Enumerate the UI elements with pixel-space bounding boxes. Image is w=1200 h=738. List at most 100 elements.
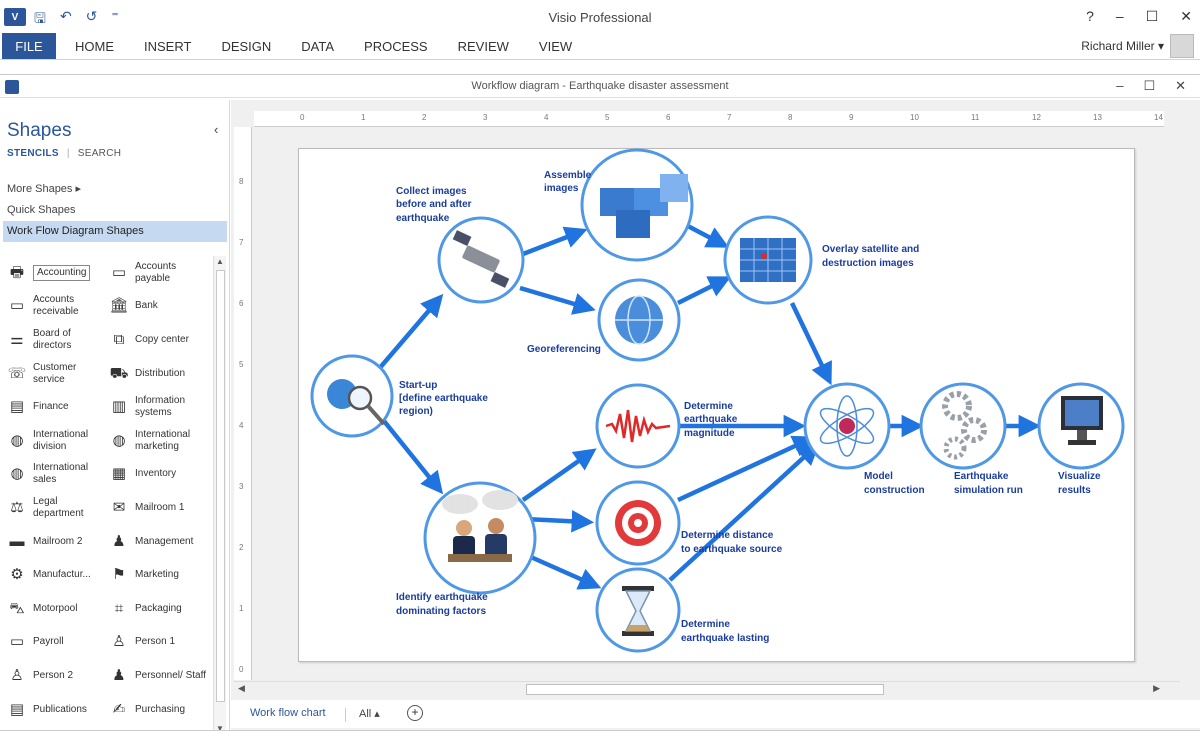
tab-design[interactable]: DESIGN	[221, 39, 272, 54]
restore-icon[interactable]: ☐	[1145, 8, 1159, 24]
document-icon[interactable]	[5, 80, 19, 94]
arrow-assemble-to-overlay[interactable]	[682, 222, 730, 248]
stencil-item-manufactur[interactable]: ⚙Manufactur...	[6, 558, 108, 592]
arrow-overlay-to-model[interactable]	[789, 302, 832, 386]
tab-view[interactable]: VIEW	[538, 39, 573, 54]
arrow-lasting-to-model[interactable]	[668, 442, 820, 582]
stencil-item-legal-department[interactable]: ⚖Legal department	[6, 491, 108, 525]
stencil-item-label: Management	[135, 535, 194, 547]
save-icon[interactable]: 🖫	[34, 10, 46, 26]
arrow-startup-to-collect[interactable]	[376, 293, 444, 372]
node-startup[interactable]	[310, 354, 394, 438]
doc-minimize-icon[interactable]: –	[1116, 78, 1124, 93]
node-georeferencing[interactable]	[597, 278, 681, 362]
scrollbar-thumb[interactable]	[526, 684, 884, 695]
arrow-collect-to-georef[interactable]	[519, 285, 596, 315]
arrow-startup-to-identify[interactable]	[378, 414, 444, 495]
doc-restore-icon[interactable]: ☐	[1143, 78, 1156, 93]
page-tab-work-flow-chart[interactable]: Work flow chart	[250, 707, 326, 719]
stencil-item-publications[interactable]: ▤Publications	[6, 693, 108, 727]
doc-close-icon[interactable]: ✕	[1175, 78, 1186, 93]
tab-insert[interactable]: INSERT	[144, 39, 192, 54]
tab-file[interactable]: FILE	[2, 33, 56, 59]
stencil-item-information-systems[interactable]: ▥Information systems	[108, 390, 210, 424]
stencil-item-mailroom-1[interactable]: ✉Mailroom 1	[108, 491, 210, 525]
tab-process[interactable]: PROCESS	[364, 39, 428, 54]
node-overlay-satellite[interactable]	[723, 215, 813, 305]
customer-service-icon: ☏	[7, 364, 27, 382]
scroll-down-icon[interactable]: ▼	[216, 724, 224, 733]
stencil-item-label: Publications	[33, 703, 87, 715]
stencil-item-board-of-directors[interactable]: ⚌Board of directors	[6, 323, 108, 357]
node-distance[interactable]	[595, 480, 681, 566]
node-magnitude[interactable]	[595, 383, 681, 469]
scroll-right-icon[interactable]: ▶	[1153, 683, 1160, 693]
shapes-pane-scrollbar[interactable]: ▲ ▼	[213, 256, 226, 734]
stencil-item-international-sales[interactable]: ◍International sales	[6, 458, 108, 492]
node-collect-images[interactable]	[437, 216, 525, 304]
node-assemble-images[interactable]	[580, 148, 694, 262]
redo-icon[interactable]: ↺	[85, 8, 98, 24]
quick-shapes-item[interactable]: Quick Shapes	[7, 204, 76, 216]
stencil-item-international-marketing[interactable]: ◍International marketing	[108, 424, 210, 458]
arrow-georef-to-overlay[interactable]	[676, 276, 732, 306]
stencil-item-packaging[interactable]: ⌗Packaging	[108, 592, 210, 626]
canvas-horizontal-scrollbar[interactable]: ◀ ▶	[234, 681, 1180, 696]
stencil-item-personnel-staff[interactable]: ♟Personnel/ Staff	[108, 659, 210, 693]
stencil-item-finance[interactable]: ▤Finance	[6, 390, 108, 424]
tab-stencils[interactable]: STENCILS	[7, 148, 59, 159]
stencil-item-motorpool[interactable]: ⛍Motorpool	[6, 592, 108, 626]
tab-home[interactable]: HOME	[75, 39, 114, 54]
tab-data[interactable]: DATA	[301, 39, 335, 54]
stencil-item-label: Information systems	[135, 395, 186, 419]
stencil-item-bank[interactable]: 🏛Bank	[108, 290, 210, 324]
stencil-item-international-division[interactable]: ◍International division	[6, 424, 108, 458]
stencil-item-inventory[interactable]: ▦Inventory	[108, 458, 210, 492]
connector-arrows	[376, 222, 1042, 590]
stencil-item-person-2[interactable]: ♙Person 2	[6, 659, 108, 693]
arrow-distance-to-model[interactable]	[677, 435, 816, 503]
node-identify-factors[interactable]	[423, 481, 537, 595]
stencil-item-accounts-payable[interactable]: ▭Accounts payable	[108, 256, 210, 290]
more-shapes-menu[interactable]: More Shapes ▸	[7, 182, 81, 195]
mailroom-1-icon: ✉	[112, 498, 126, 516]
stencil-item-payroll[interactable]: ▭Payroll	[6, 626, 108, 660]
customize-qat-icon[interactable]: ⁼	[111, 8, 119, 24]
stencil-item-mailroom-2[interactable]: ▬Mailroom 2	[6, 525, 108, 559]
stencil-item-customer-service[interactable]: ☏Customer service	[6, 357, 108, 391]
node-model-construction[interactable]	[803, 382, 891, 470]
canvas-vertical-scrollbar[interactable]	[1164, 111, 1180, 681]
all-pages-menu[interactable]: All ▴	[359, 708, 380, 720]
stencil-item-person-1[interactable]: ♙Person 1	[108, 626, 210, 660]
tab-search[interactable]: SEARCH	[77, 148, 122, 159]
node-lasting[interactable]	[595, 567, 681, 653]
stencil-item-distribution[interactable]: ⛟Distribution	[108, 357, 210, 391]
scroll-up-icon[interactable]: ▲	[216, 257, 224, 266]
arrow-identify-to-distance[interactable]	[524, 510, 595, 533]
arrow-identify-to-lasting[interactable]	[523, 551, 602, 590]
arrow-collect-to-assemble[interactable]	[522, 226, 588, 257]
scroll-left-icon[interactable]: ◀	[238, 683, 245, 693]
stencil-work-flow-diagram-shapes[interactable]: Work Flow Diagram Shapes	[3, 221, 227, 242]
undo-icon[interactable]: ↶	[59, 8, 72, 24]
stencil-item-purchasing[interactable]: ✍Purchasing	[108, 693, 210, 727]
visio-app-icon[interactable]: V	[4, 8, 26, 26]
node-simulation-run[interactable]	[919, 382, 1007, 470]
arrow-identify-to-magnitude[interactable]	[521, 448, 597, 502]
stencil-item-management[interactable]: ♟Management	[108, 525, 210, 559]
stencil-item-marketing[interactable]: ⚑Marketing	[108, 558, 210, 592]
close-icon[interactable]: ✕	[1180, 8, 1192, 24]
collapse-pane-icon[interactable]: ‹	[214, 122, 219, 137]
stencil-item-accounting[interactable]: 🖶Accounting	[6, 256, 108, 290]
scrollbar-thumb[interactable]	[216, 270, 225, 702]
add-page-icon[interactable]: +	[407, 705, 423, 721]
help-icon[interactable]: ?	[1086, 8, 1094, 24]
minimize-icon[interactable]: –	[1115, 8, 1124, 24]
avatar[interactable]	[1170, 34, 1194, 58]
user-account-menu[interactable]: Richard Miller ▾	[1081, 39, 1164, 53]
stencil-item-copy-center[interactable]: ⧉Copy center	[108, 323, 210, 357]
stencil-item-accounts-receivable[interactable]: ▭Accounts receivable	[6, 290, 108, 324]
node-visualize-results[interactable]	[1037, 382, 1125, 470]
tab-review[interactable]: REVIEW	[457, 39, 509, 54]
